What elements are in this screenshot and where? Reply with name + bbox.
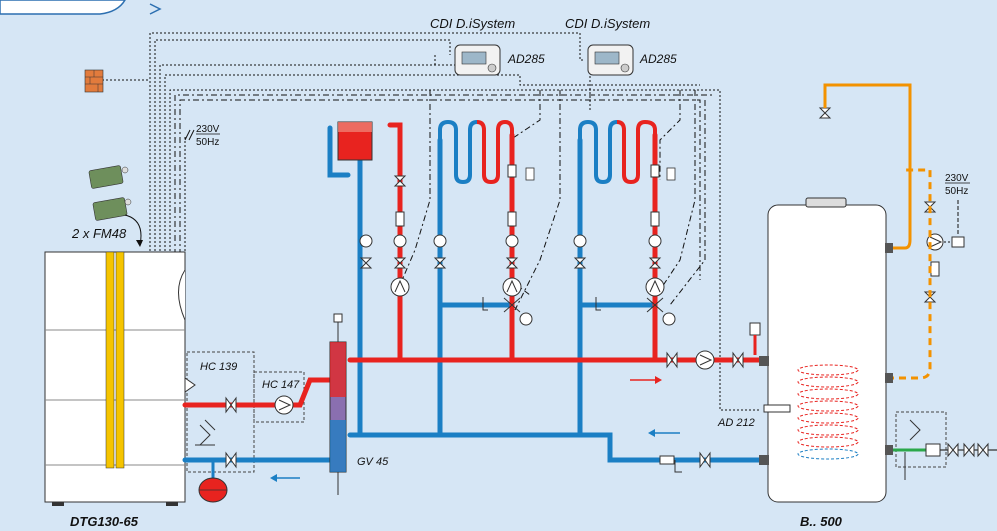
voltage-label-right: 230V [945, 173, 969, 184]
floor-heating-loop-2-supply [616, 119, 657, 185]
boiler-label: DTG130-65 [70, 514, 139, 529]
hc139-label: HC 139 [200, 361, 237, 373]
top-tab [0, 0, 126, 15]
ad212-label: AD 212 [717, 417, 755, 429]
dhw-pipes [823, 83, 932, 380]
ad285-label-1: AD285 [507, 52, 545, 66]
fm48-module-icon [88, 165, 132, 221]
flow-arrow-icon [270, 376, 680, 482]
boiler [44, 251, 186, 506]
supply-pipes [182, 122, 773, 408]
flow-regulator-icon [395, 164, 940, 465]
floor-heating-loop-1-supply [476, 119, 514, 185]
cdi-label-1: CDI D.iSystem [430, 16, 515, 31]
safety-valve-icon [195, 419, 216, 446]
outdoor-sensor-icon [84, 69, 104, 93]
controller-ad285-1 [454, 44, 501, 76]
thermometer-gauge-icon [359, 234, 662, 248]
hc147-label: HC 147 [262, 379, 300, 391]
dhw-tank [759, 197, 893, 503]
gv45-label: GV 45 [357, 456, 389, 468]
cold-water-group-box [895, 411, 947, 468]
expansion-vessel-icon [198, 460, 228, 503]
cold-water-inlet [893, 419, 997, 480]
voltage-label-left: 230V [196, 124, 220, 135]
ad285-label-2: AD285 [639, 52, 677, 66]
controller-ad285-2 [587, 44, 634, 76]
frequency-label-left: 50Hz [196, 137, 219, 148]
mixing-valve-icon [503, 297, 676, 326]
floor-heating-loop-1-return [438, 119, 478, 185]
modules-label: 2 x FM48 [71, 226, 127, 241]
frequency-label-right: 50Hz [945, 186, 968, 197]
cdi-label-2: CDI D.iSystem [565, 16, 650, 31]
tank-heating-coil [797, 364, 859, 448]
floor-heating-loop-2-return [578, 119, 618, 185]
tank-label: B.. 500 [800, 514, 843, 529]
return-pipes [182, 125, 773, 463]
